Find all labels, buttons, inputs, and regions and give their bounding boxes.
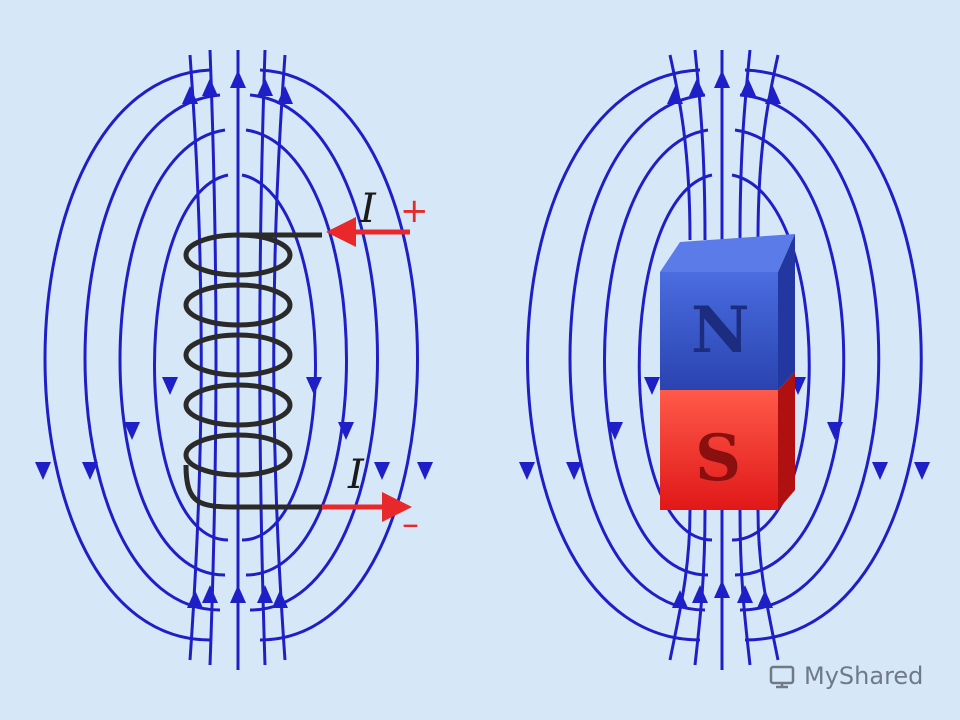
- arrow-icon: [306, 377, 322, 395]
- current-sign-top: +: [400, 191, 429, 231]
- field-loop-left-1: [526, 68, 701, 642]
- arrow-icon: [230, 70, 246, 88]
- field-loop-left-2: [83, 93, 221, 612]
- field-loop-right-1: [259, 68, 419, 642]
- magnet-south-label: S: [695, 421, 741, 496]
- watermark: MyShared: [768, 656, 928, 696]
- field-line-center-1: [668, 54, 692, 241]
- field-loop-right-4: [731, 173, 811, 542]
- field-loop-right-3: [734, 128, 846, 577]
- field-loop-right-2: [249, 93, 379, 612]
- field-loop-right-4: [241, 173, 317, 542]
- arrow-icon: [827, 422, 843, 440]
- arrow-icon: [417, 462, 433, 480]
- field-line-center-5: [756, 54, 780, 241]
- arrow-icon: [607, 422, 623, 440]
- arrow-icon: [672, 590, 688, 608]
- solenoid-field-lines: [43, 49, 419, 670]
- arrow-icon: [689, 78, 705, 96]
- arrow-icon: [272, 590, 288, 608]
- solenoid-arrowheads: [35, 70, 433, 608]
- field-loop-left-4: [637, 173, 713, 542]
- arrow-icon: [740, 78, 756, 96]
- arrow-icon: [714, 70, 730, 88]
- arrow-icon: [765, 86, 781, 104]
- field-line-center-5: [272, 54, 287, 661]
- magnet-north-label: N: [691, 293, 750, 368]
- current-sign-bottom: –: [402, 504, 419, 544]
- watermark-text: MyShared: [804, 662, 924, 690]
- field-line-center-2: [693, 49, 707, 241]
- arrow-icon: [692, 585, 708, 603]
- arrow-icon: [182, 86, 198, 104]
- arrow-icon: [667, 86, 683, 104]
- current-arrows: [322, 217, 412, 522]
- arrow-icon: [737, 585, 753, 603]
- field-loop-left-1: [43, 68, 211, 642]
- magnet-side-south: [778, 372, 795, 510]
- field-loop-left-2: [568, 93, 706, 612]
- field-loop-left-3: [118, 128, 226, 577]
- field-line-center-4: [738, 49, 752, 241]
- solenoid-coil: [183, 232, 322, 510]
- magnet-south-face: [660, 390, 778, 510]
- field-line-center-10: [756, 509, 780, 661]
- coil-turn: [183, 382, 293, 428]
- arrow-icon: [257, 78, 273, 96]
- coil-lead-bottom: [183, 464, 322, 510]
- field-line-center-2: [208, 49, 218, 666]
- bar-magnet: N S: [660, 234, 795, 510]
- arrow-icon: [914, 462, 930, 480]
- coil-turn: [183, 282, 293, 328]
- arrow-icon: [714, 580, 730, 598]
- magnet-north-face: [660, 272, 778, 390]
- arrow-icon: [257, 585, 273, 603]
- coil-turn: [183, 332, 293, 378]
- arrow-icon: [187, 590, 203, 608]
- arrow-icon: [338, 422, 354, 440]
- arrow-icon: [519, 462, 535, 480]
- arrow-icon: [124, 422, 140, 440]
- arrow-icon: [644, 377, 660, 395]
- arrow-icon: [202, 78, 218, 96]
- watermark-logo-icon: [769, 665, 795, 689]
- coil-turn: [183, 432, 293, 478]
- magnet-side-north: [778, 234, 795, 390]
- field-line-center-1: [188, 54, 203, 661]
- arrow-icon: [35, 462, 51, 480]
- field-line-center-6: [668, 509, 692, 661]
- field-loop-right-2: [739, 93, 881, 612]
- arrow-icon: [202, 585, 218, 603]
- arrow-icon: [757, 590, 773, 608]
- arrow-icon: [277, 86, 293, 104]
- field-loop-left-3: [603, 128, 709, 577]
- arrow-icon: [162, 377, 178, 395]
- field-loop-right-3: [245, 128, 348, 577]
- field-line-center-4: [258, 49, 267, 666]
- field-loop-right-1: [744, 68, 923, 642]
- arrow-icon: [230, 585, 246, 603]
- arrow-icon: [566, 462, 582, 480]
- magnet-arrowheads: [519, 70, 930, 608]
- arrow-icon: [374, 462, 390, 480]
- arrow-icon: [82, 462, 98, 480]
- arrow-icon: [872, 462, 888, 480]
- current-label-bottom: I: [347, 452, 365, 498]
- current-label-top: I: [359, 186, 377, 232]
- magnet-top-face: [660, 234, 795, 272]
- magnet-field-lines: [526, 49, 923, 670]
- field-loop-left-4: [153, 173, 229, 542]
